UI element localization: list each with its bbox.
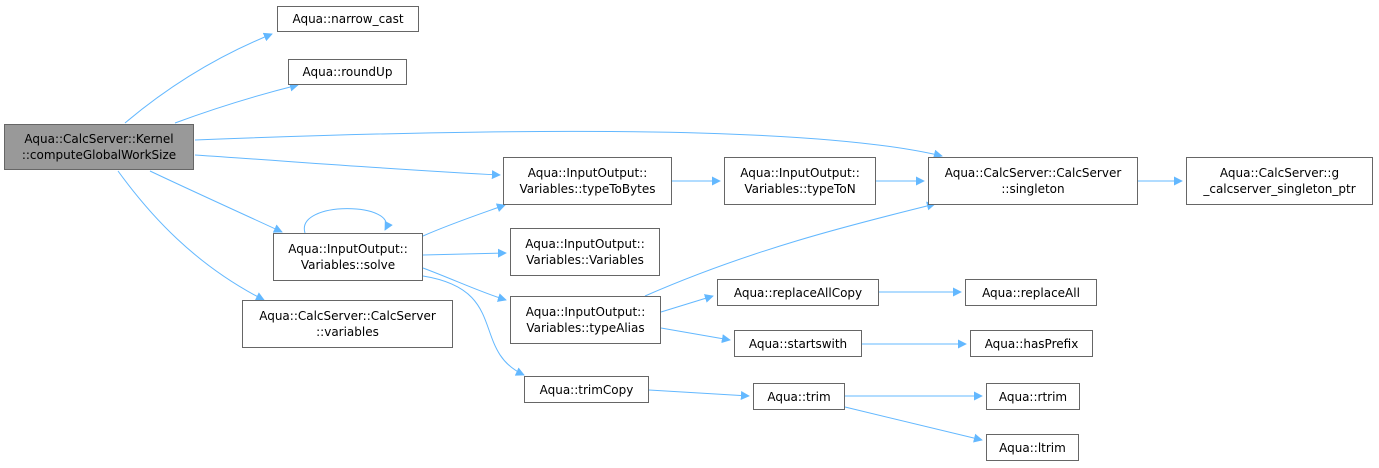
node-variables-ctor-line1: Aqua::InputOutput:: [525,237,645,251]
node-typealias-line1: Aqua::InputOutput:: [525,305,646,319]
node-root-line2: ::computeGlobalWorkSize [21,148,177,162]
node-typealias-line2: Variables::typeAlias [526,321,645,335]
node-trim-label: Aqua::trim [767,389,831,404]
node-solve[interactable]: Aqua::InputOutput:: Variables::solve [273,233,423,281]
edge-solve-to-typetobytes [422,203,506,237]
edge-root-to-roundup [174,82,299,124]
node-rtrim-label: Aqua::rtrim [998,389,1068,404]
node-calcserver-variables-line2: ::variables [316,325,379,339]
node-singleton[interactable]: Aqua::CalcServer::CalcServer ::singleton [928,157,1138,205]
node-variables-ctor[interactable]: Aqua::InputOutput:: Variables::Variables [510,228,660,276]
node-trimcopy-label: Aqua::trimCopy [539,382,634,397]
node-variables-ctor-line2: Variables::Variables [526,253,644,267]
edge-root-to-typetobytes [194,154,501,180]
node-calcserver-variables[interactable]: Aqua::CalcServer::CalcServer ::variables [242,300,453,348]
edge-solve-to-solve [304,208,393,234]
node-solve-line1: Aqua::InputOutput:: [288,242,408,256]
node-singleton-ptr-line2: _calcserver_singleton_ptr [1203,182,1356,196]
node-typetobytes-line2: Variables::typeToBytes [519,182,656,196]
node-singleton-ptr-line1: Aqua::CalcServer::g [1219,166,1340,180]
node-typetobytes[interactable]: Aqua::InputOutput:: Variables::typeToByt… [503,157,672,205]
node-typeton[interactable]: Aqua::InputOutput:: Variables::typeToN [724,157,876,205]
edge-root-to-solve [149,170,283,233]
node-roundup[interactable]: Aqua::roundUp [288,59,407,85]
node-singleton-line1: Aqua::CalcServer::CalcServer [944,166,1122,180]
edge-root-to-calc-variables [117,170,265,301]
node-ltrim-label: Aqua::ltrim [999,440,1066,455]
node-trim[interactable]: Aqua::trim [753,383,845,410]
node-rtrim[interactable]: Aqua::rtrim [986,383,1080,410]
edge-solve-to-trimcopy [422,275,525,376]
node-singleton-line2: ::singleton [1001,182,1065,196]
node-root: Aqua::CalcServer::Kernel ::computeGlobal… [4,124,194,170]
node-replaceall-label: Aqua::replaceAll [982,285,1080,300]
node-typeton-line1: Aqua::InputOutput:: [740,166,860,180]
node-narrow-cast[interactable]: Aqua::narrow_cast [277,6,419,32]
edge-root-to-singleton [194,130,943,159]
node-trimcopy[interactable]: Aqua::trimCopy [524,376,649,403]
node-replaceallcopy-label: Aqua::replaceAllCopy [733,285,863,300]
edge-solve-to-variables-ctor [422,248,507,258]
node-roundup-label: Aqua::roundUp [302,65,393,79]
node-root-line1: Aqua::CalcServer::Kernel [24,132,174,146]
node-hasprefix-label: Aqua::hasPrefix [984,336,1079,351]
node-solve-line2: Variables::solve [300,258,396,272]
node-replaceall[interactable]: Aqua::replaceAll [965,279,1097,306]
edge-trim-to-ltrim [844,406,983,443]
node-hasprefix[interactable]: Aqua::hasPrefix [970,330,1093,357]
node-calcserver-variables-line1: Aqua::CalcServer::CalcServer [259,309,436,323]
node-typealias[interactable]: Aqua::InputOutput:: Variables::typeAlias [510,296,661,344]
node-ltrim[interactable]: Aqua::ltrim [986,434,1079,461]
node-startswith-label: Aqua::startswith [748,336,848,351]
edge-trimcopy-to-trim [648,389,750,401]
node-typetobytes-line1: Aqua::InputOutput:: [527,166,648,180]
edge-root-to-narrow [124,32,273,124]
node-replaceallcopy[interactable]: Aqua::replaceAllCopy [717,279,879,306]
edge-typealias-to-replaceallcopy [660,294,714,313]
node-narrow-cast-label: Aqua::narrow_cast [292,12,404,26]
node-singleton-ptr[interactable]: Aqua::CalcServer::g _calcserver_singleto… [1186,157,1373,205]
node-startswith[interactable]: Aqua::startswith [734,330,862,357]
node-typeton-line2: Variables::typeToN [744,182,856,196]
edge-typealias-to-startswith [660,327,731,344]
edge-typealias-to-singleton [644,201,936,297]
edge-solve-to-typealias [422,267,507,302]
